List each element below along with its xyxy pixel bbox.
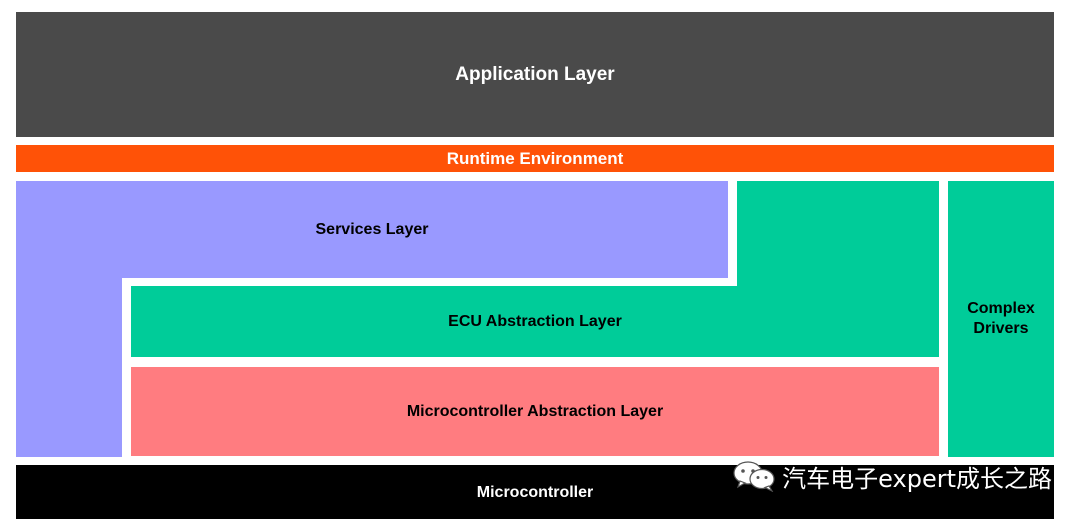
- microcontroller-abstraction-layer-label: Microcontroller Abstraction Layer: [406, 403, 664, 420]
- runtime-environment-label: Runtime Environment: [446, 149, 624, 168]
- application-layer-block: Application Layer: [16, 12, 1054, 137]
- complex-drivers-label-line2: Drivers: [973, 320, 1029, 337]
- ecu-abstraction-layer-upper-extension: [737, 181, 939, 286]
- complex-drivers-label: Complex Drivers: [967, 299, 1035, 339]
- runtime-environment-block: Runtime Environment: [16, 145, 1054, 172]
- services-layer-label: Services Layer: [315, 221, 429, 238]
- complex-drivers-label-line1: Complex: [967, 300, 1035, 317]
- application-layer-label: Application Layer: [455, 64, 615, 85]
- wechat-icon: [733, 461, 775, 492]
- services-layer-block: Services Layer: [16, 181, 728, 278]
- microcontroller-abstraction-layer-block: Microcontroller Abstraction Layer: [131, 367, 939, 456]
- ecu-abstraction-layer-block: ECU Abstraction Layer: [131, 286, 939, 357]
- microcontroller-label: Microcontroller: [476, 483, 594, 501]
- complex-drivers-block: Complex Drivers: [948, 181, 1054, 457]
- watermark: 汽车电子expert成长之路: [732, 456, 1052, 496]
- services-layer-left-extension: [16, 277, 122, 457]
- ecu-abstraction-layer-label: ECU Abstraction Layer: [448, 313, 622, 330]
- microcontroller-block: Microcontroller: [16, 465, 1054, 519]
- watermark-text: 汽车电子expert成长之路: [782, 464, 1052, 493]
